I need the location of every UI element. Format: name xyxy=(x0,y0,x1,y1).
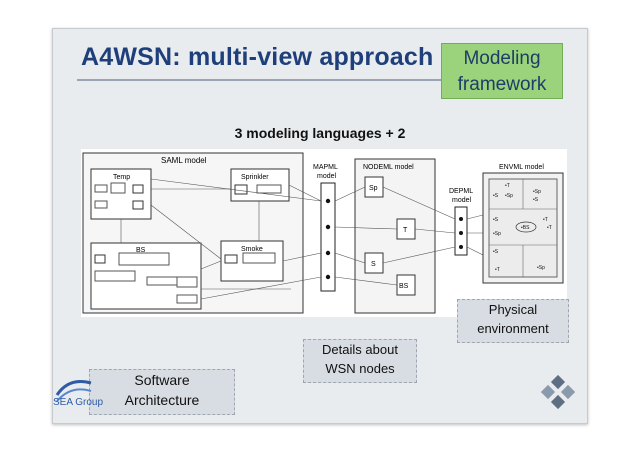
depml-label-line-1: DEPML xyxy=(449,188,473,195)
software-line-2: Architecture xyxy=(124,392,200,408)
mapml-port-1 xyxy=(325,198,331,204)
sprinkler-envelope-icon xyxy=(234,184,248,195)
smoke-label: Smoke xyxy=(241,246,263,253)
university-logo xyxy=(541,375,575,409)
env-label: •T xyxy=(547,225,552,231)
envml-model-label: ENVML model xyxy=(499,164,544,171)
env-label: •Sp xyxy=(533,189,541,195)
physical-line-1: Physical xyxy=(488,302,538,317)
depml-port-3 xyxy=(459,245,463,249)
smoke-envelope-icon xyxy=(224,254,238,264)
subtitle: 3 modeling languages + 2 xyxy=(234,125,406,141)
node-sp-label: Sp xyxy=(369,185,378,192)
env-label: •T xyxy=(495,267,500,273)
env-label: •S xyxy=(493,217,499,223)
temp-inner-c xyxy=(94,200,108,209)
mapml-port-2 xyxy=(325,224,331,230)
temp-component xyxy=(90,168,152,220)
env-label: •BS xyxy=(521,225,530,231)
wsn-nodes-callout: Details about WSN nodes xyxy=(303,339,417,383)
sea-group-text: SEA Group xyxy=(53,397,104,408)
mapml-label-line-2: model xyxy=(317,173,337,180)
env-label: •Sp xyxy=(505,193,513,199)
node-t-label: T xyxy=(403,227,408,234)
physical-environment-callout: Physical environment xyxy=(457,299,569,343)
details-line-1: Details about xyxy=(322,342,398,357)
nodeml-model-label: NODEML model xyxy=(363,164,414,171)
saml-connectors xyxy=(120,188,291,290)
bs-actuate-off xyxy=(146,276,178,286)
depml-port-2 xyxy=(459,231,463,235)
slide-title: A4WSN: multi-view approach xyxy=(81,43,434,71)
node-bs-label: BS xyxy=(399,283,409,290)
bs-location-marker xyxy=(515,221,537,233)
physical-line-2: environment xyxy=(477,321,549,336)
mapml-port-4 xyxy=(325,274,331,280)
a4wsn-diagram: SAML model Temp Sprinkler Smoke BS xyxy=(81,149,567,317)
bs-inner-b xyxy=(176,276,198,288)
smoke-inner-box xyxy=(242,252,276,264)
sea-group-logo xyxy=(55,380,92,402)
software-architecture-callout: Software Architecture xyxy=(89,369,235,415)
mapml-label-line-1: MAPML xyxy=(313,164,338,171)
bs-actuate-on xyxy=(176,294,198,304)
bs-inner-a xyxy=(94,270,136,282)
env-label: •Sp xyxy=(537,265,545,271)
env-label: •S xyxy=(493,249,499,255)
saml-model-label: SAML model xyxy=(161,156,207,165)
depml-label-line-2: model xyxy=(452,197,472,204)
temp-inner-b xyxy=(110,182,126,194)
temp-envelope-icon xyxy=(132,184,144,194)
modeling-framework-badge: Modeling framework xyxy=(441,43,563,99)
bs-envelope-icon xyxy=(94,254,106,264)
temp-label: Temp xyxy=(113,174,130,181)
node-s-label: S xyxy=(371,261,376,268)
envml-node-labels: •T •S •Sp •Sp •S •BS •S •T •T •Sp •S •T … xyxy=(493,183,552,273)
depml-port-1 xyxy=(459,217,463,221)
mapping-connectors xyxy=(150,178,398,300)
mapml-model-bar xyxy=(320,182,336,292)
badge-line-1: Modeling xyxy=(463,48,541,69)
bs-store-box xyxy=(118,252,170,266)
slide: A4WSN: multi-view approach Modeling fram… xyxy=(52,28,588,424)
software-line-1: Software xyxy=(134,372,190,388)
bs-label: BS xyxy=(136,247,146,254)
badge-line-2: framework xyxy=(457,74,547,95)
title-underline xyxy=(77,79,482,81)
env-label: •T xyxy=(505,183,510,189)
temp-envelope-icon-2 xyxy=(132,200,144,210)
sprinkler-label: Sprinkler xyxy=(241,174,269,181)
env-label: •S xyxy=(533,197,539,203)
mapml-port-3 xyxy=(325,250,331,256)
sprinkler-action-box xyxy=(256,184,282,194)
details-line-2: WSN nodes xyxy=(325,361,395,376)
nodeml-model-box xyxy=(354,158,436,314)
env-label: •Sp xyxy=(493,231,501,237)
env-label: •S xyxy=(493,193,499,199)
temp-inner-a xyxy=(94,184,108,193)
env-label: •T xyxy=(543,217,548,223)
